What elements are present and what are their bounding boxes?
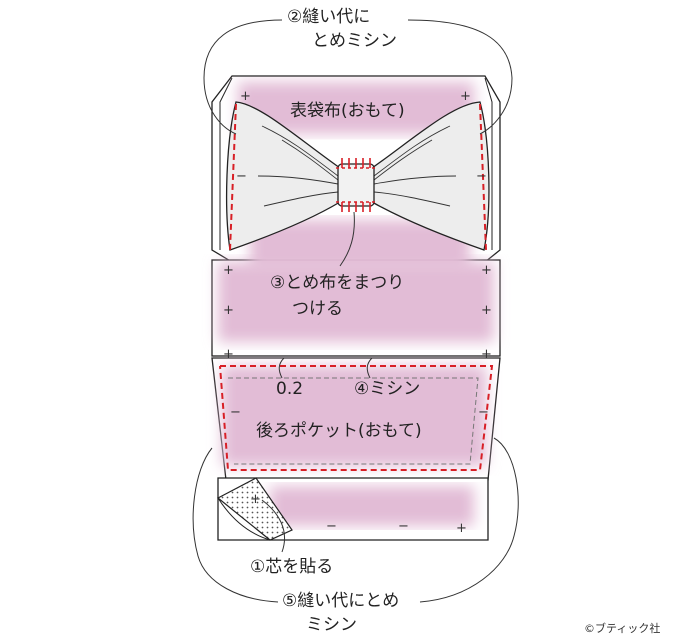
bow-left-wing (225, 101, 341, 251)
plus-mark: + (481, 263, 492, 278)
minus-mark: − (478, 405, 489, 420)
back-pocket-tint (222, 366, 486, 466)
plus-mark: + (481, 303, 492, 318)
plus-mark: + (460, 89, 471, 104)
copyright-text: ©ブティック社 (584, 622, 661, 635)
minus-mark: − (230, 405, 241, 420)
minus-mark: − (236, 169, 247, 184)
minus-mark: − (398, 519, 409, 534)
minus-mark: − (326, 519, 337, 534)
plus-mark: + (223, 303, 234, 318)
seam-markers: + + + + + + + + + + − − − − − − (223, 89, 492, 536)
plus-mark: + (481, 347, 492, 362)
leader-lines (192, 19, 519, 603)
bow-center-band (337, 163, 375, 207)
pocket-inner-guide (228, 377, 479, 465)
side-stitch-upper (229, 103, 487, 251)
fold-line-left (219, 77, 233, 250)
interfacing-flap (216, 477, 293, 541)
label-margin-02: 0.2 (276, 379, 304, 399)
whip-stitches (336, 158, 376, 212)
minus-mark: − (476, 169, 487, 184)
bottom-fabric-tint (270, 486, 474, 526)
plus-mark: + (240, 89, 251, 104)
peeled-corner (217, 497, 271, 541)
label-step2-line2: とめミシン (312, 31, 397, 51)
middle-fabric-tint (218, 262, 494, 342)
plus-mark: + (223, 347, 234, 362)
label-step3-line2: つける (292, 299, 343, 319)
plus-mark: + (250, 492, 261, 507)
label-step5-line2: ミシン (306, 615, 357, 635)
label-step3-line1: ③とめ布をまつり (270, 273, 405, 293)
bow-right-wing (371, 101, 490, 251)
label-outer-fabric: 表袋布(おもて) (290, 101, 405, 121)
label-back-pocket: 後ろポケット(おもて) (256, 421, 422, 441)
bow-fold-lines (257, 125, 457, 207)
label-step4: ④ミシン (354, 379, 421, 399)
label-step2-line1: ②縫い代に (287, 7, 371, 27)
label-step5-line1: ⑤縫い代にとめ (282, 591, 400, 611)
pocket-stitch-line (219, 365, 494, 471)
label-step1: ①芯を貼る (250, 557, 334, 577)
fold-line-right (484, 77, 493, 250)
plus-mark: + (223, 263, 234, 278)
plus-mark: + (456, 521, 467, 536)
